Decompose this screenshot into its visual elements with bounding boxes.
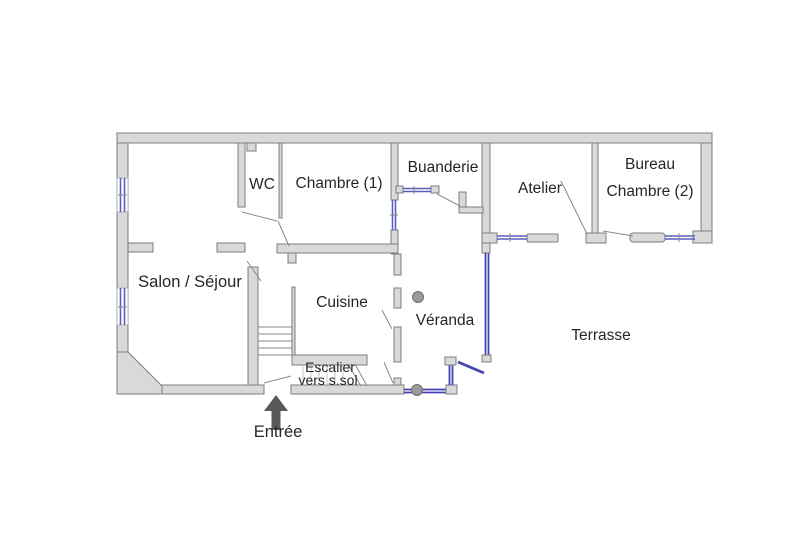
- glass-corner-high: [444, 356, 457, 366]
- wall-cuisine-veranda-2: [393, 287, 402, 309]
- wall-vestibule-stub: [287, 252, 297, 264]
- stair-cut-line: [347, 363, 362, 387]
- window-chambre1-buanderie-icon: [390, 200, 398, 230]
- glass-corner-low: [445, 384, 458, 395]
- arrow-head: [264, 395, 288, 411]
- wall-cuisine-south: [291, 354, 368, 366]
- wall-chambre1-buanderie-upper: [390, 142, 399, 201]
- room-label-wc: WC: [249, 176, 275, 193]
- label-entree: Entrée: [254, 423, 303, 441]
- glass-door-leaf: [457, 360, 485, 375]
- room-label-chambre1: Chambre (1): [296, 175, 383, 192]
- glass-cap-east: [481, 354, 492, 363]
- wall-right: [700, 142, 713, 244]
- wall-salon-divider-right: [216, 242, 246, 253]
- wall-salon-wc: [237, 142, 246, 208]
- door-chambre1: [277, 220, 290, 247]
- room-label-buanderie: Buanderie: [408, 159, 479, 176]
- radiator-bureau: [629, 232, 666, 243]
- stairs-up: [258, 326, 292, 356]
- label-escalier-line2: vers s.sol: [298, 372, 357, 388]
- door-atelier: [560, 180, 588, 235]
- room-label-atelier: Atelier: [518, 180, 562, 197]
- wall-cuisine-veranda-4: [393, 377, 402, 386]
- stairs-basement-hatch: [302, 363, 368, 387]
- wall-stairwell-left: [247, 266, 259, 386]
- door-wc: [241, 211, 278, 222]
- veranda-glazing: [404, 253, 492, 395]
- window-bureau-icon: [665, 233, 695, 242]
- wall-wc-chambre1: [278, 142, 283, 219]
- window-buanderie-icon: [395, 185, 440, 194]
- wall-cuisine-veranda-1: [393, 253, 402, 276]
- wall-cuisine-north: [276, 243, 399, 254]
- wall-chamfer-corner: [116, 351, 163, 395]
- entrance-arrow-icon: [264, 395, 288, 430]
- wall-atelier-bureau-foot: [585, 232, 607, 244]
- stair-cut-line: [354, 363, 368, 387]
- door-bureau: [602, 230, 634, 237]
- door-cuisine-veranda-lower: [383, 361, 394, 384]
- veranda-post-icon: [411, 384, 423, 396]
- wall-cuisine-veranda-3: [393, 326, 402, 363]
- wall-buanderie-l-horizontal: [458, 206, 484, 214]
- label-escalier-line1: Escalier: [305, 359, 355, 375]
- window-left-lower-icon: [116, 287, 129, 326]
- outer-walls: [116, 132, 713, 395]
- room-label-bureau: Bureau: [625, 156, 675, 173]
- room-label-chambre2: Chambre (2): [607, 183, 694, 200]
- door-entree: [263, 375, 292, 384]
- windows: [116, 177, 695, 326]
- door-buanderie: [436, 193, 461, 207]
- veranda-post-icon: [412, 291, 424, 303]
- window-left-upper-icon: [116, 177, 129, 213]
- door-salon: [246, 260, 262, 282]
- arrow-shaft: [271, 411, 281, 430]
- wall-bureau-corner: [692, 230, 713, 244]
- room-label-veranda: Véranda: [416, 312, 475, 329]
- inner-walls: [127, 142, 713, 386]
- wall-atelier-south-stub: [481, 232, 498, 244]
- room-label-terrasse: Terrasse: [571, 327, 630, 344]
- room-label-salon: Salon / Séjour: [138, 273, 242, 291]
- wall-wc-stub: [246, 142, 257, 152]
- wall-top: [116, 132, 713, 144]
- wall-salon-divider-left: [127, 242, 154, 253]
- room-label-cuisine: Cuisine: [316, 294, 368, 311]
- wall-atelier-bureau: [591, 142, 599, 234]
- wall-cuisine-west: [291, 286, 296, 356]
- wall-atelier-south-seg: [526, 233, 559, 243]
- door-cuisine-veranda-upper: [381, 309, 393, 330]
- window-atelier-icon: [497, 233, 527, 242]
- door-leaves: [241, 180, 634, 384]
